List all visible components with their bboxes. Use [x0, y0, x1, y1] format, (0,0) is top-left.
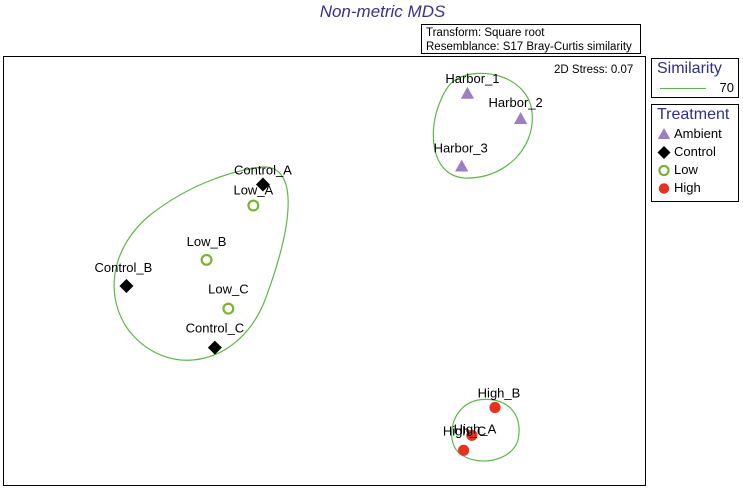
point-high-c: [457, 444, 470, 456]
points-layer: [119, 86, 528, 456]
plot-frame: [3, 56, 646, 486]
point-harbor-1: [460, 86, 475, 99]
similarity-legend-row: 70: [652, 79, 738, 97]
point-harbor-3: [455, 159, 469, 172]
point-label-harbor-1: Harbor_1: [445, 71, 499, 86]
point-label-control-a: Control_A: [234, 163, 292, 178]
similarity-line-icon: [660, 88, 706, 89]
triangle-icon: [657, 128, 671, 140]
point-control-a: [255, 177, 270, 192]
contour-control-low: [113, 166, 289, 361]
legend-label-high: High: [674, 180, 701, 195]
point-label-high-a: High_A: [454, 421, 497, 436]
point-high-a: [466, 429, 478, 441]
point-harbor-2: [513, 112, 528, 124]
legend-item-ambient: Ambient: [652, 125, 738, 143]
stress-label: 2D Stress: 0.07: [554, 64, 633, 76]
ring-icon: [658, 164, 670, 177]
legend-label-ambient: Ambient: [674, 126, 722, 141]
similarity-contours: [113, 72, 533, 462]
point-low-b: [200, 253, 213, 266]
point-label-harbor-3: Harbor_3: [434, 141, 488, 156]
point-label-high-b: High_B: [478, 386, 521, 401]
point-high-b: [489, 401, 501, 414]
point-control-c: [207, 340, 222, 355]
point-control-b: [119, 278, 134, 293]
point-label-control-b: Control_B: [95, 260, 153, 275]
transform-text: Transform: Square root: [426, 27, 545, 39]
similarity-value: 70: [719, 80, 734, 95]
transform-info-box: Transform: Square root Resemblance: S17 …: [421, 24, 641, 54]
legend-label-control: Control: [674, 144, 716, 159]
point-label-control-c: Control_C: [186, 321, 245, 336]
contour-high: [451, 398, 520, 462]
legend-item-low: Low: [652, 161, 738, 179]
circle-icon: [658, 183, 670, 194]
legend-item-control: Control: [652, 143, 738, 161]
similarity-legend-title: Similarity: [657, 60, 722, 77]
diamond-icon: [657, 146, 671, 159]
treatment-legend-title: Treatment: [657, 106, 730, 123]
chart-title: Non-metric MDS: [319, 2, 446, 21]
similarity-legend: Similarity 70: [651, 58, 739, 98]
point-label-low-b: Low_B: [187, 234, 227, 249]
point-label-low-a: Low_A: [233, 183, 273, 198]
legend-item-high: High: [652, 179, 738, 197]
resemblance-text: Resemblance: S17 Bray-Curtis similarity: [426, 41, 632, 53]
contour-harbor: [432, 72, 533, 179]
point-low-c: [222, 302, 235, 315]
point-label-high-c: High_C: [443, 423, 486, 438]
point-low-a: [247, 199, 260, 212]
legend-label-low: Low: [674, 162, 698, 177]
point-label-harbor-2: Harbor_2: [489, 95, 543, 110]
point-label-low-c: Low_C: [208, 282, 248, 297]
